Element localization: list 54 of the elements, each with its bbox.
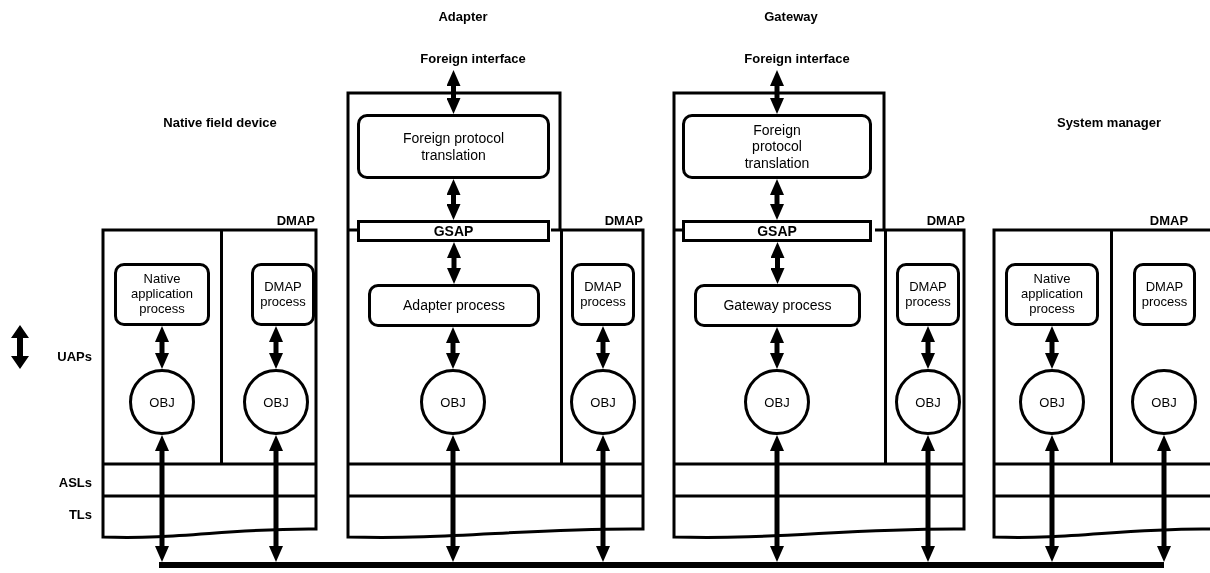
double-arrow <box>770 179 784 220</box>
object-circle: OBJ <box>420 369 486 435</box>
double-arrow <box>447 242 461 284</box>
process-box: Foreign protocol translation <box>682 114 872 179</box>
gsap-bar: GSAP <box>357 220 550 242</box>
double-arrow <box>1045 326 1059 369</box>
object-circle: OBJ <box>570 369 636 435</box>
gsap-bar: GSAP <box>682 220 872 242</box>
process-box: Native application process <box>114 263 210 326</box>
double-arrow <box>1157 435 1171 562</box>
double-arrow <box>269 435 283 562</box>
object-circle: OBJ <box>1131 369 1197 435</box>
object-circle: OBJ <box>895 369 961 435</box>
double-arrow <box>1045 435 1059 562</box>
column-heading: DMAP <box>275 212 315 230</box>
device-heading: Native field device <box>162 114 278 132</box>
process-box: Foreign protocol translation <box>357 114 550 179</box>
double-arrow <box>155 435 169 562</box>
double-arrow <box>446 179 461 220</box>
column-heading: DMAP <box>925 212 965 230</box>
double-arrow <box>921 435 935 562</box>
object-circle: OBJ <box>243 369 309 435</box>
interface-label: Foreign interface <box>393 51 553 70</box>
process-box: DMAP process <box>1133 263 1196 326</box>
process-box: DMAP process <box>571 263 635 326</box>
double-arrow <box>596 326 610 369</box>
process-box: DMAP process <box>251 263 315 326</box>
process-box: Native application process <box>1005 263 1099 326</box>
double-arrow <box>446 70 461 114</box>
object-circle: OBJ <box>1019 369 1085 435</box>
double-arrow <box>155 326 169 369</box>
layer-label: ASLs <box>57 475 92 490</box>
column-heading: DMAP <box>603 212 643 230</box>
column-heading: DMAP <box>1148 212 1190 230</box>
double-arrow <box>269 326 283 369</box>
double-arrow <box>770 70 784 114</box>
double-arrow <box>596 435 610 562</box>
device-heading: Gateway <box>763 8 819 26</box>
double-arrow <box>446 435 460 562</box>
object-circle: OBJ <box>744 369 810 435</box>
layer-label: TLs <box>67 507 92 522</box>
double-arrow <box>770 242 785 284</box>
interface-label: Foreign interface <box>717 51 877 70</box>
double-arrow <box>446 327 460 369</box>
double-arrow <box>770 327 784 369</box>
double-arrow <box>921 326 935 369</box>
device-heading: Adapter <box>437 8 489 26</box>
object-circle: OBJ <box>129 369 195 435</box>
double-arrow <box>770 435 784 562</box>
process-box: Adapter process <box>368 284 540 327</box>
device-heading: System manager <box>1055 114 1163 132</box>
layer-label: UAPs <box>56 349 92 364</box>
process-box: Gateway process <box>694 284 861 327</box>
process-box: DMAP process <box>896 263 960 326</box>
